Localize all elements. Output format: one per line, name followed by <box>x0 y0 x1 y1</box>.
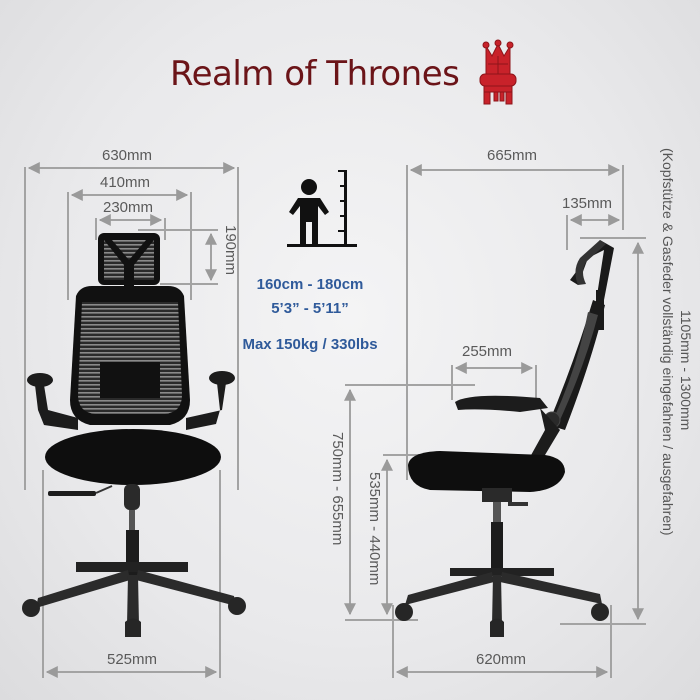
headrest-height-label: 190mm <box>222 225 239 276</box>
total-height-note: (Kopfstütze & Gasfeder vollständig einge… <box>660 148 676 536</box>
user-height-cm: 160cm - 180cm <box>256 276 364 293</box>
overall-width-label: 630mm <box>102 147 153 164</box>
person-height-icon <box>287 170 357 247</box>
front-chair <box>22 233 246 637</box>
user-height-ft: 5’3” - 5’11” <box>271 300 349 317</box>
armrest-height-label: 750mm - 655mm <box>329 432 346 546</box>
brand-name: Realm of Thrones <box>170 54 460 94</box>
total-height-label: 1105mm - 1300mm <box>678 310 694 431</box>
side-chair <box>395 240 614 637</box>
armrest-depth-label: 255mm <box>462 343 513 360</box>
base-width-label: 525mm <box>107 651 158 668</box>
seat-height-label: 535mm - 440mm <box>366 472 383 586</box>
base-depth-label: 620mm <box>476 651 527 668</box>
headrest-width-label: 230mm <box>103 199 154 216</box>
overall-depth-label: 665mm <box>487 147 538 164</box>
max-load: Max 150kg / 330lbs <box>242 336 378 353</box>
headrest-depth-label: 135mm <box>562 195 613 212</box>
backrest-width-label: 410mm <box>100 174 151 191</box>
